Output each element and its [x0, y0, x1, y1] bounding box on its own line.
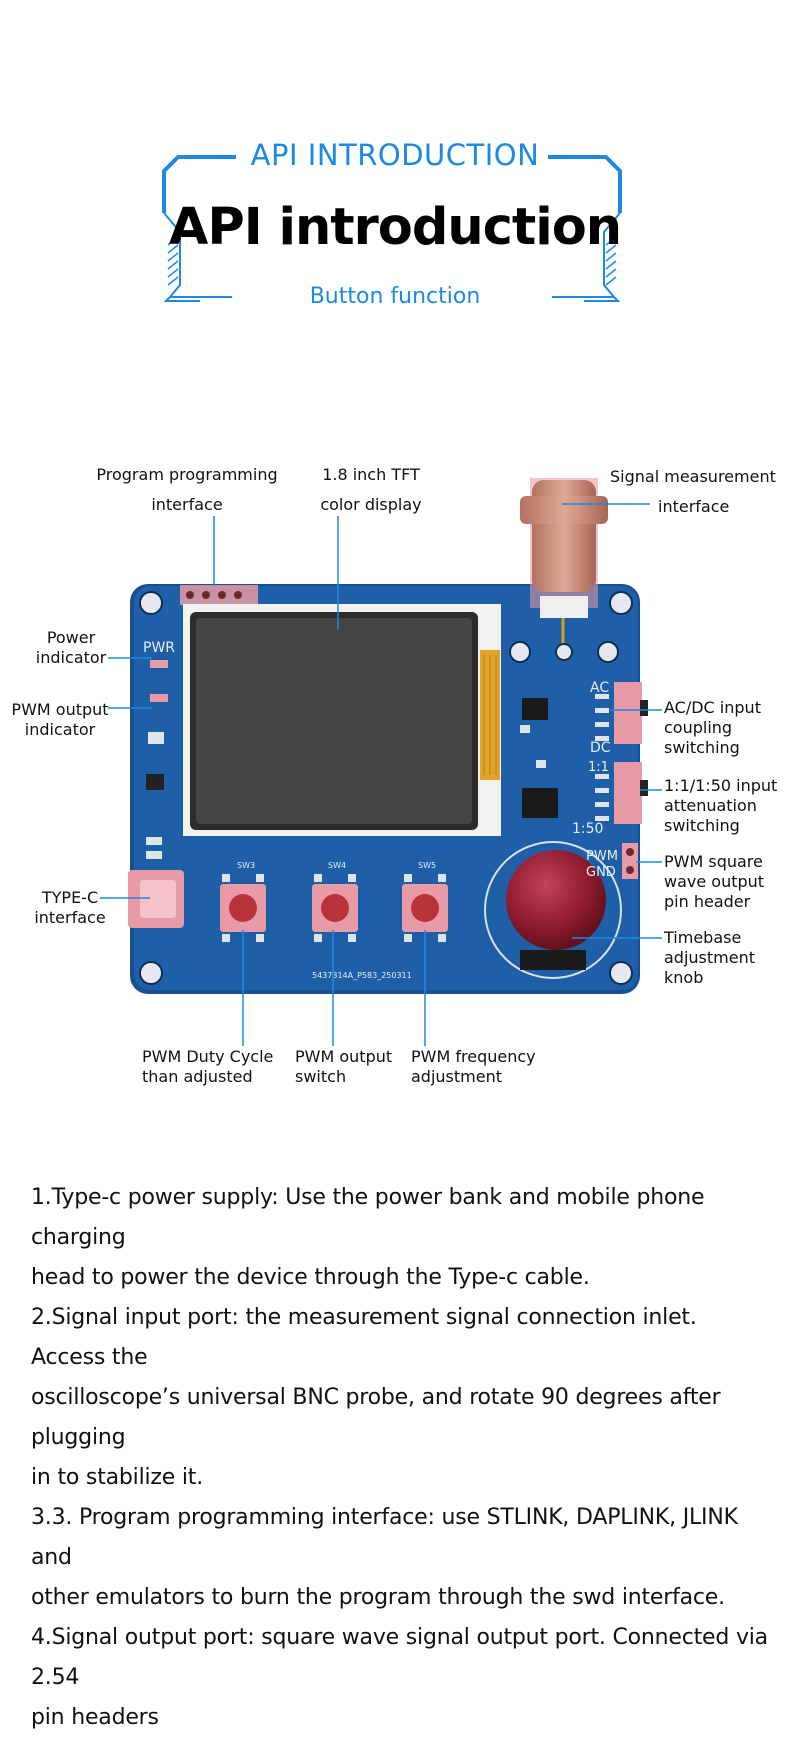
timebase-knob [484, 841, 622, 979]
header-subtitle: Button function [309, 284, 481, 309]
description-line: other emulators to burn the program thro… [31, 1585, 725, 1610]
silk-sw5: SW5 [418, 861, 436, 870]
slide-switches [595, 682, 648, 824]
silk-pwm: PWM [586, 849, 618, 864]
silk-sw3: SW3 [237, 861, 255, 870]
callout-ac-dc: AC/DC input coupling switching [664, 698, 761, 757]
description-line: 2.Signal input port: the measurement sig… [31, 1305, 697, 1370]
board-diagram: PWR AC DC 1:1 1:50 PWM GND SW3 SW4 SW5 5… [100, 478, 662, 1046]
callout-pwm-duty: PWM Duty Cycle than adjusted [142, 1047, 274, 1086]
callout-pwm-switch: PWM output switch [295, 1047, 393, 1086]
callout-signal-measurement: Signal measurement interface [610, 467, 776, 516]
tactile-buttons [220, 874, 448, 942]
callout-pwm-square: PWM square wave output pin header [664, 852, 765, 911]
description-line: 3.3. Program programming interface: use … [31, 1505, 738, 1570]
leader-lines [100, 503, 662, 1046]
description-line: 4.Signal output port: square wave signal… [31, 1625, 768, 1690]
mounting-holes [139, 591, 633, 985]
callout-tft-display: 1.8 inch TFT color display [320, 465, 422, 514]
description-line: in to stabilize it. [31, 1465, 204, 1490]
bnc-connector [509, 478, 619, 663]
callout-type-c: TYPE-C interface [34, 888, 106, 927]
callout-power-indicator: Power indicator [35, 628, 107, 667]
type-c-port [128, 870, 184, 928]
description-line: head to power the device through the Typ… [31, 1265, 590, 1290]
header-top-title: API INTRODUCTION [250, 138, 540, 172]
silk-dc: DC [590, 740, 611, 756]
callout-attenuation: 1:1/1:50 input attenuation switching [664, 776, 778, 835]
tft-display [183, 604, 501, 836]
description-line: pin headers [31, 1705, 159, 1730]
silk-ac: AC [590, 680, 609, 696]
callout-pwm-frequency: PWM frequency adjustment [411, 1047, 536, 1086]
header-main-title: API introduction [168, 198, 622, 257]
silk-sw4: SW4 [328, 861, 346, 870]
program-header [180, 585, 258, 605]
pwm-pin-header [622, 843, 638, 879]
silk-1-50: 1:50 [572, 821, 603, 837]
callout-program-interface: Program programming interface [96, 465, 278, 514]
silk-gnd: GND [586, 865, 616, 880]
description-line: 1.Type-c power supply: Use the power ban… [31, 1185, 705, 1250]
description-line: oscilloscope’s universal BNC probe, and … [31, 1385, 721, 1450]
header-frame [162, 155, 622, 302]
ic-chips [520, 698, 558, 818]
callout-timebase: Timebase adjustment knob [664, 928, 755, 987]
led-indicators [146, 660, 168, 859]
callout-pwm-output-indicator: PWM output indicator [11, 700, 109, 739]
silk-board-id: 5437314A_P583_250311 [312, 971, 412, 980]
description: 1.Type-c power supply: Use the power ban… [31, 1178, 776, 1738]
silk-pwr: PWR [143, 640, 175, 656]
silk-1-1: 1:1 [588, 760, 609, 775]
